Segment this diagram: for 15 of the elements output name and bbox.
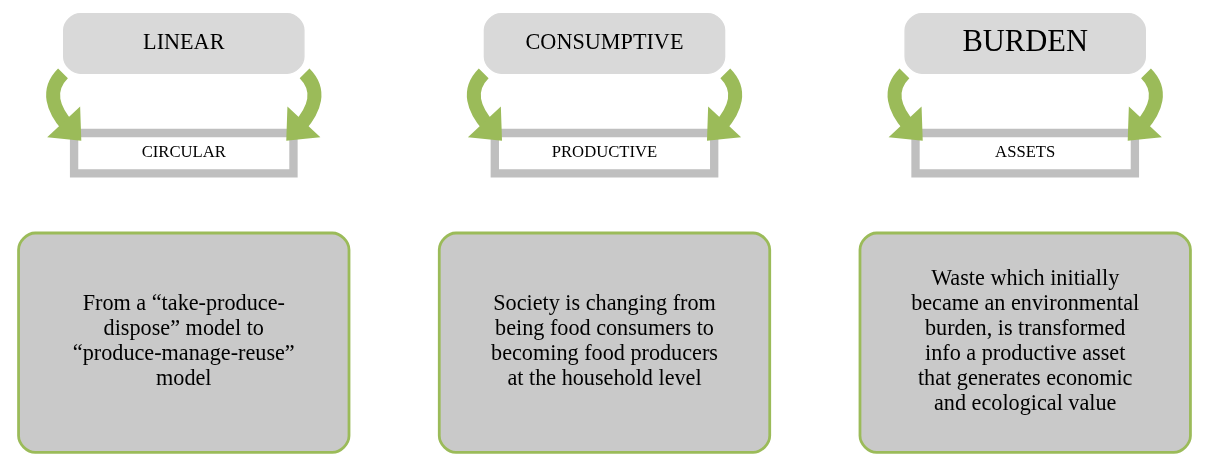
arrow: [1127, 68, 1163, 141]
node-box: Society is changing from being food consumers to becoming food producers at the household level: [437, 231, 771, 454]
node-box: PRODUCTIVE: [490, 128, 718, 178]
node-box: From a “take-produce-dispose” model to “produce-manage-reuse” model: [16, 231, 350, 454]
node-box: CONSUMPTIVE: [483, 12, 725, 74]
node-box: ASSETS: [910, 128, 1139, 178]
arrow: [887, 68, 923, 141]
node-box: CIRCULAR: [69, 128, 298, 178]
arrow: [285, 68, 321, 141]
arrow: [45, 68, 81, 141]
arrow: [706, 68, 742, 141]
node-box: LINEAR: [62, 12, 305, 74]
node-box: Waste which initially became an environmental burden, is transformed info a productive asset that generates economic and ecological value: [858, 231, 1192, 454]
node-box: BURDEN: [903, 12, 1146, 74]
arrow: [466, 68, 502, 141]
